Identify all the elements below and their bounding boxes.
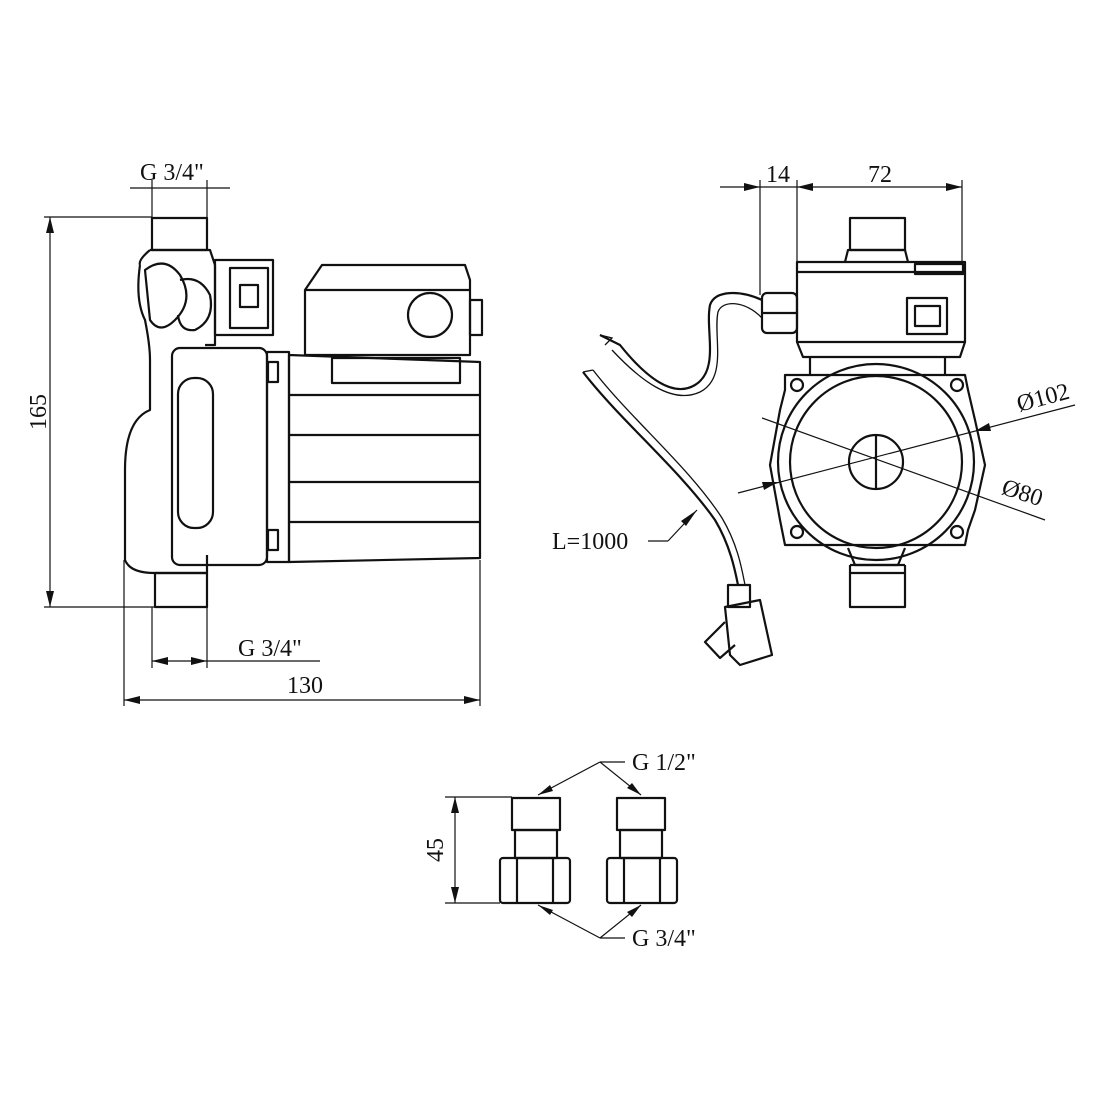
plug <box>723 598 774 667</box>
volute-body <box>123 248 217 575</box>
bottom-thread-label: G 3/4" <box>238 636 302 662</box>
outlet-thread-label: G 1/2" <box>632 750 696 776</box>
bottom-thread <box>153 571 209 609</box>
flange-window <box>176 376 215 530</box>
volute-bulge <box>143 262 188 329</box>
fitting-height-label: 45 <box>423 838 449 862</box>
plug-pins <box>703 621 736 660</box>
switch-frame <box>905 296 949 336</box>
motor-housing <box>287 353 482 564</box>
cable-lower <box>582 371 740 586</box>
pump-front-view: 14 72 Ø102 Ø80 L=1000 <box>552 162 1076 667</box>
inlet-thread-label: G 3/4" <box>632 926 696 952</box>
terminal-block <box>213 258 275 337</box>
cable-length-label: L=1000 <box>552 529 628 555</box>
height-label: 165 <box>26 394 52 430</box>
control-box <box>303 263 472 357</box>
speed-knob <box>406 291 454 339</box>
pump-flange <box>768 373 987 547</box>
outer-diameter-label: Ø102 <box>1014 379 1072 418</box>
plug-strain-relief <box>726 583 752 609</box>
volute-detail <box>176 277 213 332</box>
outer-housing-circle <box>776 362 976 562</box>
inner-housing-circle <box>788 374 964 550</box>
fittings: 45 G 1/2" G 3/4" <box>423 750 696 952</box>
width-label: 72 <box>868 162 892 188</box>
box-offset-label: 14 <box>766 162 790 188</box>
top-thread-label: G 3/4" <box>140 160 204 186</box>
cable-upper <box>599 291 763 391</box>
terminal-slot <box>238 283 260 309</box>
pump-side-view: G 3/4" 165 G 3/4" 130 <box>26 160 484 706</box>
top-thread <box>150 216 209 252</box>
bottom-thread <box>848 571 907 609</box>
inner-diameter-label: Ø80 <box>998 475 1045 513</box>
fitting-right <box>605 796 679 905</box>
terminal-inner <box>228 266 270 330</box>
fitting-left <box>498 796 572 905</box>
switch <box>913 304 942 328</box>
length-label: 130 <box>287 673 323 699</box>
top-thread <box>848 216 907 252</box>
